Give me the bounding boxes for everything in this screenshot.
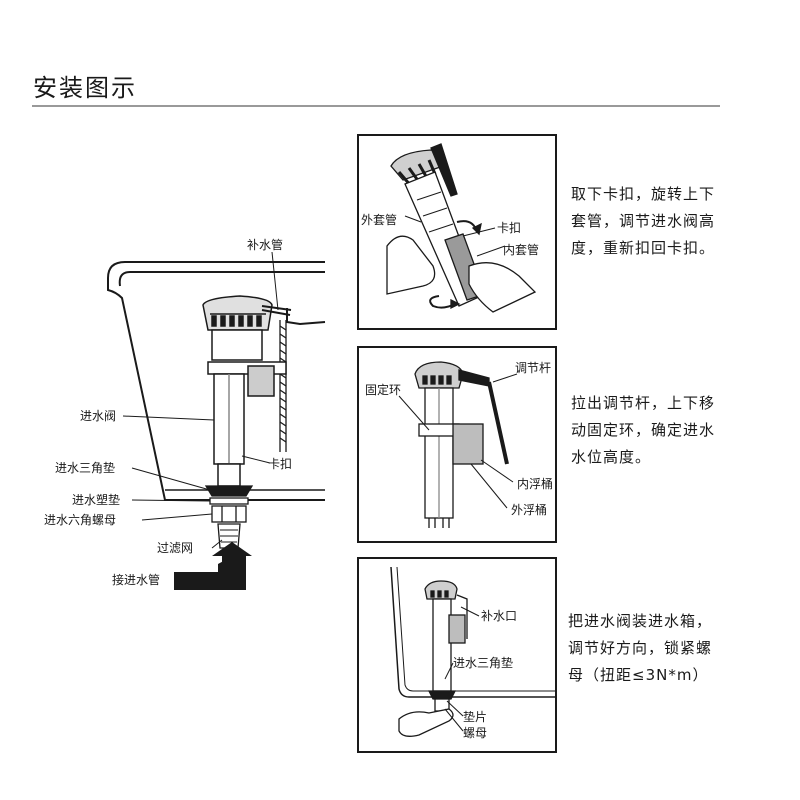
label-inner-float: 内浮桶	[517, 476, 553, 491]
step-1-illustration: 外套管 卡扣 内套管	[357, 134, 557, 330]
threaded-rod	[279, 320, 287, 452]
label-washer: 垫片	[463, 709, 487, 724]
label-clip: 卡扣	[497, 221, 521, 235]
step-2-illustration: 调节杆 固定环 内浮桶 外浮桶	[357, 346, 557, 543]
title-divider	[32, 105, 720, 107]
hands-shape	[386, 235, 537, 313]
refill-tube	[261, 305, 326, 326]
step-3-instructions: 把进水阀装进水箱， 调节好方向，锁紧螺 母（扭距≤3N*m）	[568, 612, 713, 684]
label-inlet-plastic-gasket: 进水塑垫	[72, 492, 120, 507]
label-inner-sleeve: 内套管	[503, 242, 539, 257]
label-inlet-triangle-gasket: 进水三角垫	[453, 655, 513, 670]
label-filter-mesh: 过滤网	[157, 541, 193, 555]
label-clip: 卡扣	[268, 457, 292, 471]
label-outer-sleeve: 外套管	[361, 212, 397, 227]
label-inlet-triangle-gasket: 进水三角垫	[55, 460, 115, 475]
valve-head	[202, 295, 273, 361]
adjust-rod-shape	[487, 381, 509, 465]
label-refill-tube: 补水管	[247, 237, 283, 252]
inner-float-shape	[452, 423, 484, 465]
label-fixing-ring: 固定环	[365, 382, 401, 397]
step-3-illustration: 补水口 进水三角垫 垫片 螺母	[357, 557, 557, 753]
step-2-instructions: 拉出调节杆，上下移 动固定环，确定进水 水位高度。	[571, 394, 716, 466]
rotate-arrow-icon	[456, 220, 478, 233]
rotate-arrow-lower-icon	[429, 295, 456, 309]
label-adjust-rod: 调节杆	[515, 361, 551, 375]
tank-wall-shape	[390, 566, 555, 698]
label-inlet-valve: 进水阀	[80, 409, 116, 423]
label-connect-inlet-pipe: 接进水管	[112, 572, 160, 587]
page-title: 安装图示	[33, 74, 137, 102]
step-1-instructions: 取下卡扣，旋转上下 套管，调节进水阀高 度，重新扣回卡扣。	[571, 185, 716, 257]
label-outer-float: 外浮桶	[511, 502, 547, 517]
step-1-drawing: 外套管 卡扣 内套管	[361, 143, 539, 313]
valve-body	[213, 373, 245, 487]
leader-lines	[122, 251, 279, 549]
label-refill-port: 补水口	[481, 609, 517, 623]
hand-shape	[398, 708, 454, 737]
step-2-drawing: 调节杆 固定环 内浮桶 外浮桶	[365, 361, 553, 528]
float-cup	[207, 361, 287, 397]
gasket-stack	[204, 485, 254, 549]
label-inlet-hex-nut: 进水六角螺母	[44, 513, 116, 527]
step-3-drawing: 补水口 进水三角垫 垫片 螺母	[390, 566, 555, 740]
label-nut: 螺母	[463, 726, 487, 740]
